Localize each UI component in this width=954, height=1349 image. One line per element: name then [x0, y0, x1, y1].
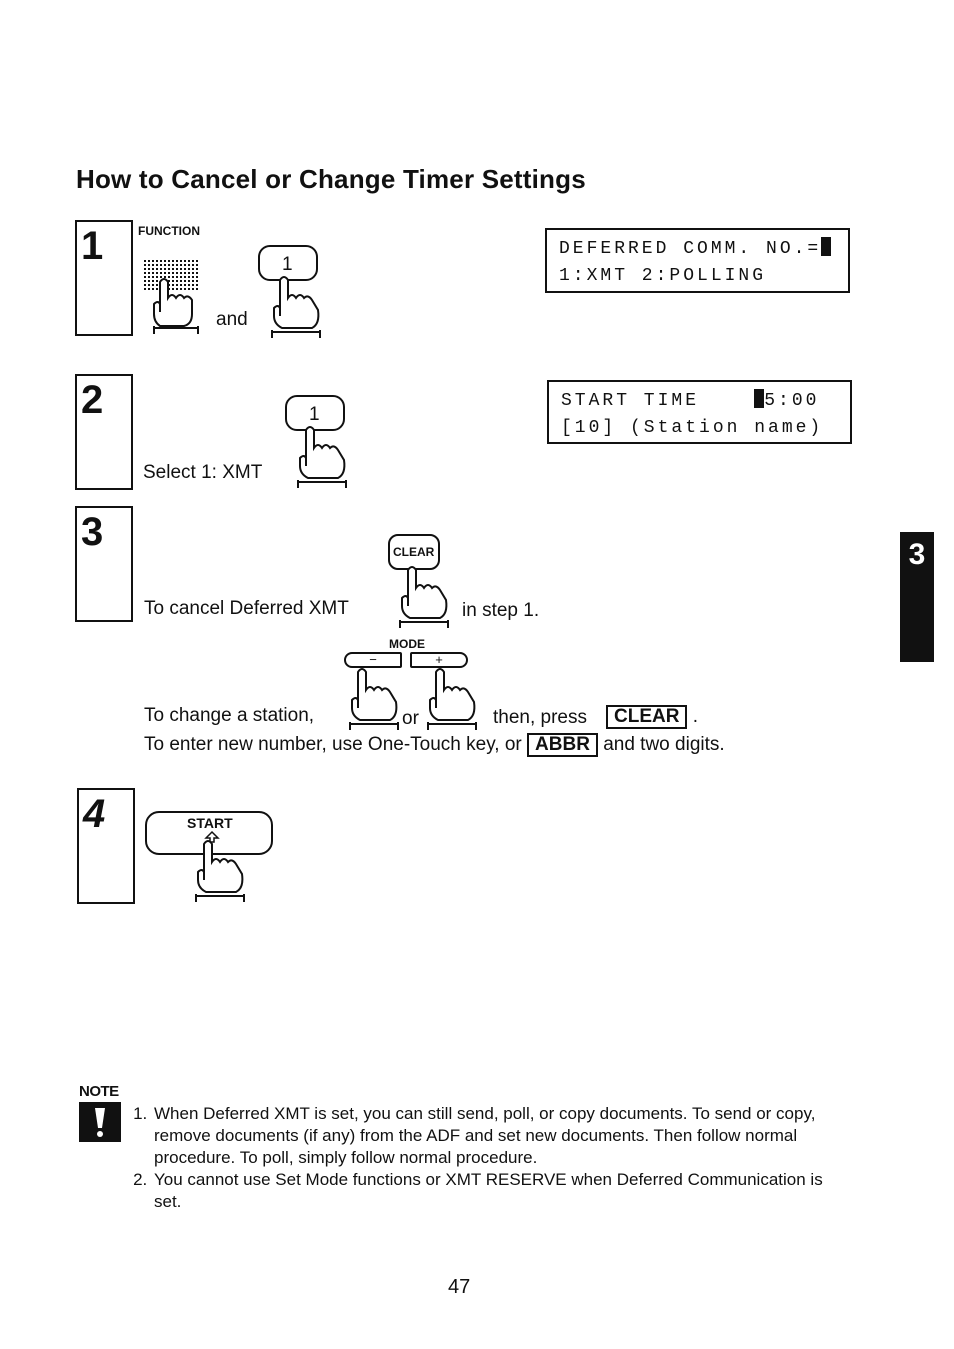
lcd-1-line1: DEFERRED COMM. NO.= — [559, 239, 822, 259]
step-2-box: 2 — [75, 374, 133, 490]
key-1-label: 1 — [282, 254, 293, 275]
lcd-2-line1-right: 5:00 — [764, 391, 820, 411]
function-label: FUNCTION — [138, 224, 200, 238]
clear-key-ref: CLEAR . — [606, 705, 698, 729]
page-number: 47 — [448, 1276, 471, 1298]
step-3-box: 3 — [75, 506, 133, 622]
enter-suffix: and two digits. — [603, 734, 725, 755]
function-key-press-icon — [144, 258, 199, 334]
hand-press-icon — [349, 668, 399, 730]
abbr-keybox: ABBR — [527, 733, 598, 757]
lcd-cursor — [821, 237, 832, 256]
step-4-number: 4 — [83, 792, 106, 836]
hand-press-icon — [427, 668, 477, 730]
exclamation-icon — [79, 1102, 121, 1142]
and-label: and — [216, 309, 248, 330]
lcd-display-1: DEFERRED COMM. NO.= 1:XMT 2:POLLING — [545, 228, 850, 293]
start-key-label: START — [187, 815, 233, 831]
section-tab: 3 — [900, 532, 934, 662]
cancel-suffix: in step 1. — [462, 600, 540, 621]
enter-number-line: To enter new number, use One-Touch key, … — [144, 733, 725, 757]
or-label: or — [402, 708, 419, 729]
step-1-number: 1 — [81, 224, 104, 268]
clear-key-label: CLEAR — [393, 545, 435, 559]
step-3-number: 3 — [81, 510, 104, 554]
cancel-text: To cancel Deferred XMT — [144, 598, 349, 619]
note-item: When Deferred XMT is set, you can still … — [152, 1103, 850, 1169]
change-station-text: To change a station, — [144, 705, 315, 726]
period: . — [692, 706, 699, 727]
hand-press-icon — [399, 566, 449, 628]
select-xmt-text: Select 1: XMT — [143, 462, 263, 483]
mode-label: MODE — [389, 637, 425, 651]
mode-minus-key: − — [344, 652, 402, 668]
lcd-2-line1-left: START TIME — [561, 391, 700, 411]
hand-press-icon — [271, 276, 321, 338]
lcd-1-line2: 1:XMT 2:POLLING — [559, 266, 767, 286]
lcd-display-2: START TIME 5:00 [10] (Station name) — [547, 380, 852, 444]
key-1-label: 1 — [309, 404, 320, 425]
step-4-box: 4 — [77, 788, 135, 904]
note-label: NOTE — [79, 1083, 119, 1100]
step-1-box: 1 — [75, 220, 133, 336]
enter-prefix: To enter new number, use One-Touch key, … — [144, 734, 522, 755]
mode-plus-key: + — [410, 652, 468, 668]
note-item: You cannot use Set Mode functions or XMT… — [152, 1169, 850, 1213]
then-press-text: then, press — [493, 707, 587, 728]
hand-press-icon — [195, 830, 245, 902]
page-title: How to Cancel or Change Timer Settings — [76, 164, 586, 194]
hand-press-icon — [297, 426, 347, 488]
note-list: When Deferred XMT is set, you can still … — [130, 1103, 850, 1213]
lcd-cursor — [754, 389, 765, 408]
clear-keybox: CLEAR — [606, 705, 688, 729]
step-2-number: 2 — [81, 378, 104, 422]
lcd-2-line2: [10] (Station name) — [561, 418, 824, 438]
